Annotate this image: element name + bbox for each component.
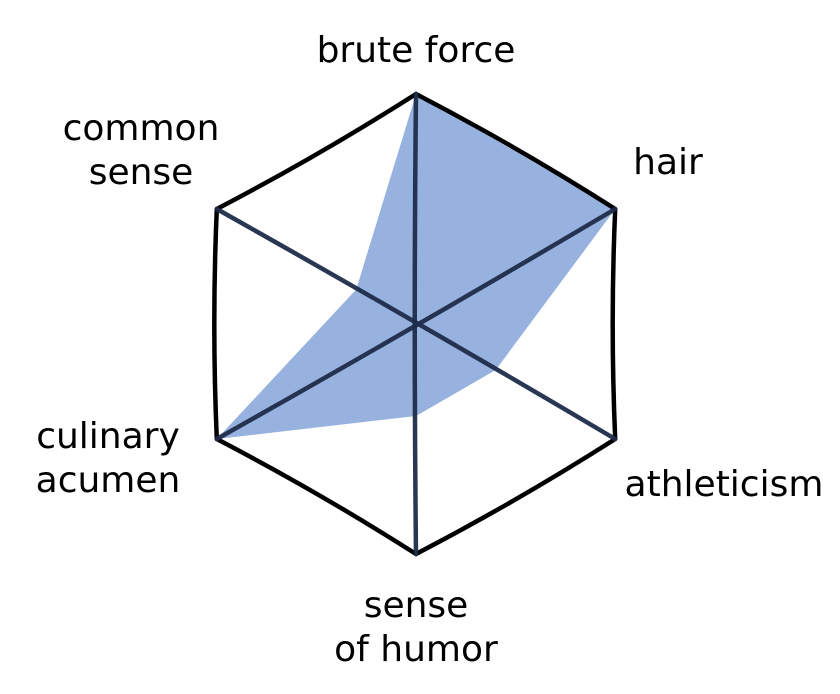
axis-label-2-line-0: athleticism	[625, 464, 824, 505]
hexagon-edge-5	[214, 91, 419, 212]
axis-label-3-line-0: sense	[364, 585, 469, 626]
axis-spoke-2	[214, 206, 618, 442]
axis-label-4-line-1: acumen	[36, 460, 181, 501]
hexagon-edge-2	[413, 436, 618, 557]
axis-label-5-line-1: sense	[89, 152, 194, 193]
axis-label-2: athleticism	[625, 464, 824, 505]
axis-spoke-layer	[214, 91, 618, 557]
axis-label-3-line-1: of humor	[334, 629, 498, 670]
hexagon-edge-1	[610, 206, 618, 442]
axis-label-1-line-0: hair	[633, 142, 703, 183]
axis-label-1: hair	[633, 142, 703, 183]
axis-label-0: brute force	[317, 30, 516, 71]
hexagon-edge-0	[413, 91, 618, 212]
axis-label-4-line-0: culinary	[36, 416, 180, 457]
hexagon-edge-3	[214, 436, 419, 557]
axis-label-0-line-0: brute force	[317, 30, 516, 71]
hexagon-frame-layer	[212, 91, 618, 557]
hexagon-edge-4	[212, 206, 220, 442]
axis-label-5-line-0: common	[63, 108, 220, 149]
